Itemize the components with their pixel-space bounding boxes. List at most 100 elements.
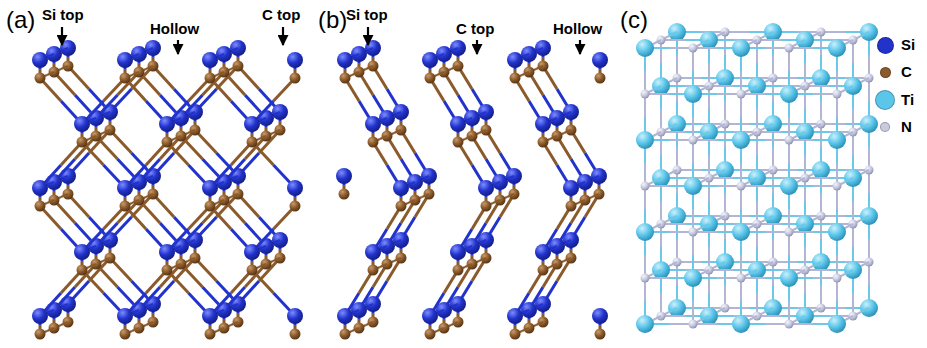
bond <box>146 48 153 51</box>
atom-sphere <box>780 85 798 103</box>
atom-sphere <box>828 315 846 333</box>
leader-arrow <box>476 40 478 54</box>
bond <box>479 240 486 243</box>
bond <box>765 32 773 36</box>
bond <box>653 86 661 90</box>
atom-sphere <box>700 31 718 49</box>
bond <box>653 316 661 320</box>
atom-sphere <box>216 302 232 318</box>
bond <box>273 112 280 115</box>
atom-sphere <box>595 73 606 84</box>
atom-sphere <box>145 168 161 184</box>
bond <box>380 136 387 139</box>
bond <box>61 194 68 197</box>
legend-text: N <box>901 118 912 135</box>
atom-sphere <box>860 115 878 133</box>
atom-sphere <box>379 110 395 126</box>
bond <box>273 130 280 133</box>
atom-sphere <box>32 180 48 196</box>
bond <box>797 132 805 136</box>
bond <box>861 216 869 220</box>
bond <box>47 200 54 203</box>
bond <box>749 270 757 274</box>
atom-sphere <box>860 299 878 317</box>
bond <box>479 112 486 115</box>
atom-sphere <box>828 131 846 149</box>
atom-sphere <box>732 131 750 149</box>
legend-text: Si <box>901 36 915 53</box>
bond <box>217 54 224 57</box>
bond <box>259 246 266 249</box>
atom-sphere <box>796 31 814 49</box>
bond <box>103 130 110 133</box>
bond <box>231 194 238 197</box>
atom-sphere <box>689 228 698 237</box>
bond <box>717 32 725 36</box>
atom-sphere <box>337 308 353 324</box>
atom-sphere <box>812 253 830 271</box>
bond <box>701 86 709 90</box>
atom-sphere <box>785 44 794 53</box>
bond <box>465 136 472 139</box>
bond <box>749 86 757 90</box>
atom-sphere <box>636 223 654 241</box>
atom-sphere <box>244 116 260 132</box>
atom-sphere <box>393 104 409 120</box>
bond <box>394 130 401 133</box>
atom-sphere <box>145 296 161 312</box>
bond <box>653 178 661 182</box>
leader-arrow <box>367 27 369 45</box>
atom-sphere <box>396 201 407 212</box>
atom-sphere <box>336 168 352 184</box>
atom-sphere <box>716 69 734 87</box>
bond <box>845 132 853 136</box>
bond <box>273 240 280 243</box>
atom-sphere <box>844 77 862 95</box>
bond <box>259 264 266 267</box>
atom-sphere <box>764 299 782 317</box>
atom-sphere <box>77 137 88 148</box>
atom-sphere <box>74 116 90 132</box>
atom-sphere <box>117 308 133 324</box>
atom-sphere <box>510 329 521 340</box>
atom-sphere <box>120 73 131 84</box>
bond <box>669 124 677 128</box>
bond <box>522 328 529 331</box>
atom-sphere <box>764 23 782 41</box>
atom-sphere <box>205 73 216 84</box>
bond <box>366 322 373 325</box>
atom-sphere <box>272 104 288 120</box>
atom-sphere <box>549 110 565 126</box>
bond <box>465 246 472 249</box>
panel-label: (a) <box>6 6 35 34</box>
bond <box>188 112 195 115</box>
atom-sphere <box>700 307 718 325</box>
atom-sphere <box>478 180 494 196</box>
atom-sphere <box>812 161 830 179</box>
bond <box>813 124 821 128</box>
panel-label: (c) <box>620 6 648 34</box>
bond <box>273 258 280 261</box>
atom-sphere <box>450 40 466 56</box>
bond <box>797 316 805 320</box>
atom-sphere <box>737 182 746 191</box>
atom-sphere <box>796 307 814 325</box>
atom-sphere <box>230 296 246 312</box>
bond <box>408 182 415 185</box>
bond <box>861 170 869 174</box>
atom-sphere <box>464 110 480 126</box>
site-label: Si top <box>346 6 388 23</box>
atom-sphere <box>290 73 301 84</box>
bond <box>479 258 486 261</box>
atom-sphere <box>436 46 452 62</box>
atom-sphere <box>732 223 750 241</box>
bond <box>188 240 195 243</box>
atom-sphere <box>365 116 381 132</box>
atom-sphere <box>796 123 814 141</box>
bond <box>89 264 96 267</box>
bond <box>669 78 677 82</box>
atom-sphere <box>591 168 607 184</box>
bond <box>550 246 557 249</box>
atom-sphere <box>732 315 750 333</box>
bond <box>813 78 821 82</box>
